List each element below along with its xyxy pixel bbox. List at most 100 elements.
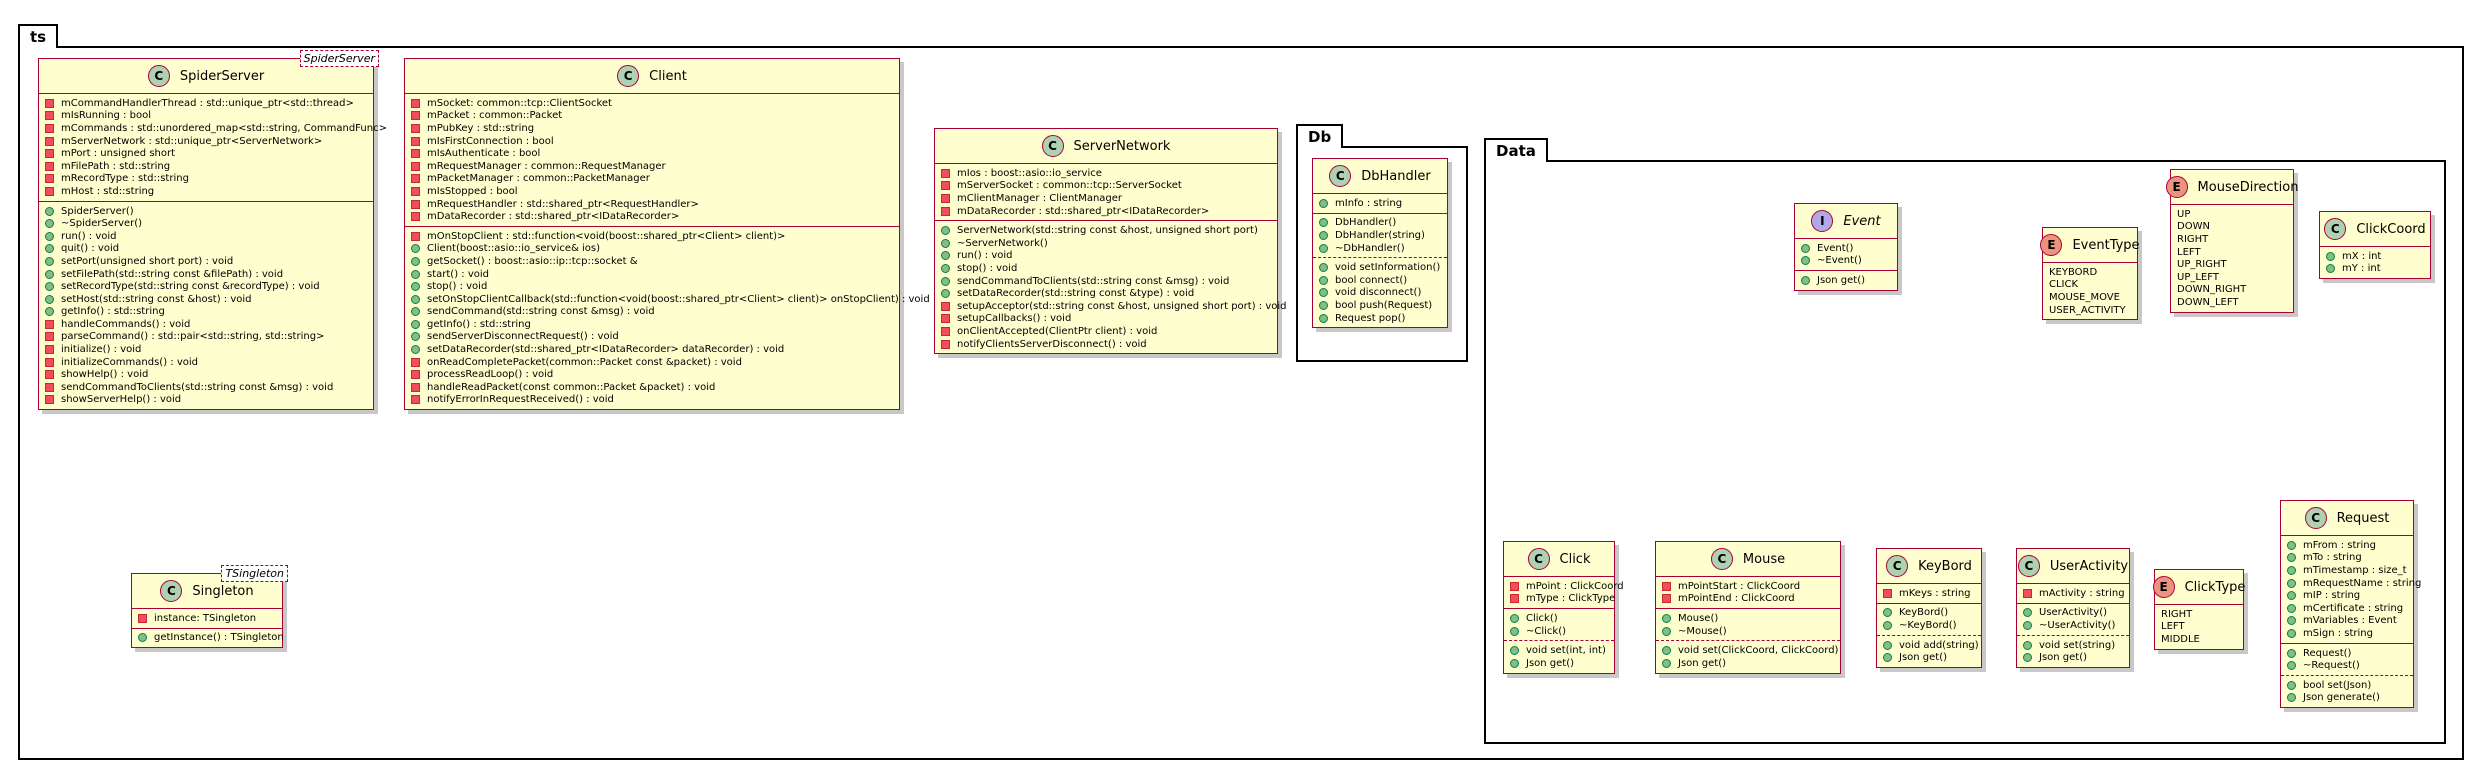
- member-row: showHelp() : void: [45, 368, 367, 381]
- class-name: MouseDirection: [2197, 179, 2299, 195]
- member-text: Request pop(): [1335, 312, 1406, 324]
- private-visibility-icon: [45, 332, 54, 342]
- member-row: Json get(): [1510, 657, 1608, 670]
- member-row: getInfo() : std::string: [411, 318, 893, 331]
- member-row: mServerNetwork : std::unique_ptr<ServerN…: [45, 135, 367, 148]
- member-row: mDataRecorder : std::shared_ptr<IDataRec…: [411, 210, 893, 223]
- public-visibility-icon: [1883, 640, 1892, 650]
- member-row: setRecordType(std::string const &recordT…: [45, 280, 367, 293]
- member-row: KeyBord(): [1883, 607, 1975, 620]
- member-row: ~Click(): [1510, 625, 1608, 638]
- member-text: ~DbHandler(): [1335, 242, 1405, 254]
- private-visibility-icon: [45, 174, 54, 184]
- public-visibility-icon: [2287, 648, 2296, 658]
- public-visibility-icon: [2287, 603, 2296, 613]
- member-text: Json get(): [2039, 652, 2088, 664]
- member-text: ~Request(): [2303, 660, 2360, 672]
- member-text: UserActivity(): [2039, 607, 2107, 619]
- class-db-handler[interactable]: C DbHandler mInfo : string DbHandler()Db…: [1312, 158, 1448, 329]
- member-row: DbHandler(): [1319, 217, 1441, 230]
- member-row: ~ServerNetwork(): [941, 237, 1271, 250]
- method-section: Json get(): [1795, 270, 1897, 290]
- member-text: mIsAuthenticate : bool: [427, 148, 541, 160]
- private-visibility-icon: [941, 193, 950, 203]
- public-visibility-icon: [1319, 313, 1328, 323]
- member-text: setDataRecorder(std::shared_ptr<IDataRec…: [427, 344, 785, 356]
- member-row: setupAcceptor(std::string const &host, u…: [941, 300, 1286, 313]
- member-text: showServerHelp() : void: [61, 394, 182, 406]
- member-row: mIP : string: [2287, 589, 2407, 602]
- member-row: setPort(unsigned short port) : void: [45, 255, 367, 268]
- member-row: mIos : boost::asio::io_service: [941, 167, 1271, 180]
- class-header: C ClickCoord: [2320, 212, 2430, 247]
- constructor-section: Click()~Click(): [1504, 608, 1614, 640]
- member-row: mIsStopped : bool: [411, 185, 893, 198]
- member-row: DbHandler(string): [1319, 229, 1441, 242]
- class-spider-server[interactable]: C SpiderServer SpiderServer mCommandHand…: [38, 50, 387, 411]
- member-text: mY : int: [2342, 263, 2381, 275]
- public-visibility-icon: [1319, 230, 1328, 240]
- public-visibility-icon: [941, 289, 950, 299]
- member-row: handleReadPacket(const common::Packet &p…: [411, 381, 893, 394]
- member-row: ~UserActivity(): [2023, 619, 2123, 632]
- member-text: processReadLoop() : void: [427, 369, 554, 381]
- class-server-network[interactable]: C ServerNetwork mIos : boost::asio::io_s…: [934, 128, 1286, 355]
- member-text: ~KeyBord(): [1899, 619, 1957, 631]
- private-visibility-icon: [1510, 581, 1519, 591]
- member-text: ServerNetwork(std::string const &host, u…: [957, 225, 1258, 237]
- class-header: E EventType: [2040, 228, 2140, 263]
- member-row: mRequestHandler : std::shared_ptr<Reques…: [411, 198, 893, 211]
- member-row: mServerSocket : common::tcp::ServerSocke…: [941, 180, 1271, 193]
- public-visibility-icon: [1319, 275, 1328, 285]
- public-visibility-icon: [2287, 661, 2296, 671]
- member-text: getSocket() : boost::asio::ip::tcp::sock…: [427, 255, 638, 267]
- enum-literal: MOUSE_MOVE: [2049, 291, 2120, 303]
- private-visibility-icon: [411, 370, 420, 380]
- public-visibility-icon: [411, 319, 420, 329]
- class-client[interactable]: C Client mSocket: common::tcp::ClientSoc…: [404, 58, 930, 411]
- enum-literal: KEYBORD: [2049, 266, 2098, 278]
- enum-e-icon: E: [2165, 176, 2188, 198]
- enum-literal: DOWN_RIGHT: [2177, 284, 2247, 296]
- member-text: start() : void: [427, 268, 489, 280]
- member-row: mHost : std::string: [45, 185, 367, 198]
- private-visibility-icon: [411, 98, 420, 108]
- public-visibility-icon: [1883, 620, 1892, 630]
- member-text: instance: TSingleton: [154, 612, 257, 624]
- member-row: start() : void: [411, 268, 893, 281]
- member-row: setupCallbacks() : void: [941, 313, 1271, 326]
- private-visibility-icon: [2023, 588, 2032, 598]
- public-visibility-icon: [2023, 608, 2032, 618]
- class-singleton[interactable]: C Singleton TSingleton instance: TSingle…: [131, 565, 288, 649]
- class-keybord[interactable]: C KeyBord mKeys : string KeyBord()~KeyBo…: [1876, 548, 1982, 668]
- private-visibility-icon: [1662, 594, 1671, 604]
- member-row: handleCommands() : void: [45, 318, 367, 331]
- method-section: SpiderServer()~SpiderServer()run() : voi…: [39, 200, 373, 410]
- field-section: instance: TSingleton: [132, 609, 282, 628]
- class-user-activity[interactable]: C UserActivity mActivity : string UserAc…: [2016, 548, 2130, 668]
- member-text: notifyErrorInRequestReceived() : void: [427, 394, 614, 406]
- public-visibility-icon: [45, 307, 54, 317]
- public-visibility-icon: [1662, 646, 1671, 656]
- public-visibility-icon: [138, 633, 147, 643]
- member-row: run() : void: [941, 250, 1271, 263]
- method-section: mOnStopClient : std::function<void(boost…: [405, 225, 930, 409]
- member-text: setHost(std::string const &host) : void: [61, 293, 252, 305]
- member-text: bool push(Request): [1335, 299, 1433, 311]
- public-visibility-icon: [941, 238, 950, 248]
- private-visibility-icon: [1510, 594, 1519, 604]
- member-row: mRequestName : string: [2287, 577, 2421, 590]
- interface-event[interactable]: I Event Event()~Event() Json get(): [1794, 203, 1898, 291]
- class-c-icon: C: [2304, 507, 2327, 529]
- member-text: mTo : string: [2303, 552, 2362, 564]
